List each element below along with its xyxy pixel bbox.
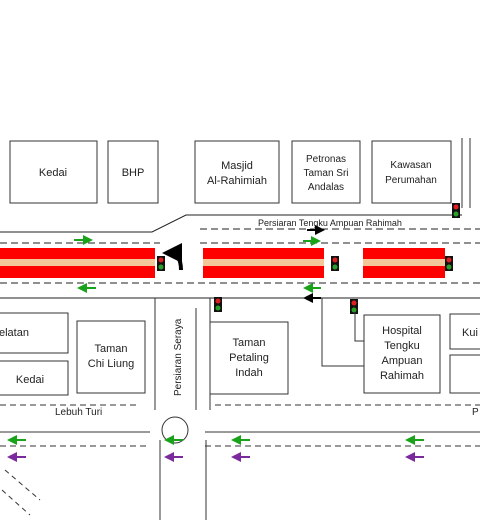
kui-label: Kui [462,327,478,339]
road-label-persiaran-seraya: Persiaran Seraya [173,318,184,396]
hospital-access-road [354,312,365,342]
building-kui: Kui [449,313,480,350]
kawasan-label-1: Kawasan [390,160,431,171]
traffic-light-icon [452,203,460,218]
building-petronas: Petronas Taman Sri Andalas [291,140,361,204]
traffic-light-icon [157,256,165,271]
petronas-label-2: Taman Sri [303,168,348,179]
building-masjid: Masjid Al-Rahimiah [194,140,280,204]
hospital-label-1: Hospital [382,325,422,337]
building-right-partial [449,354,480,394]
chiliung-label-2: Chi Liung [88,358,134,370]
building-taman-chi-liung: Taman Chi Liung [76,320,146,394]
median-east [363,248,445,278]
lebuh-turi-road [0,404,480,516]
masjid-label-2: Al-Rahimiah [207,175,267,187]
road-label-persiaran-tengku: Persiaran Tengku Ampuan Rahimah [258,218,402,228]
building-kedai-bottom: Kedai [0,360,69,396]
road-label-lebuh-turi: Lebuh Turi [55,407,102,418]
bhp-label: BHP [122,167,145,179]
building-kawasan-perumahan: Kawasan Perumahan [371,140,452,204]
petronas-label-1: Petronas [306,154,346,165]
hospital-label-4: Rahimah [380,370,424,382]
chiliung-label-1: Taman [94,343,127,355]
u-turn-arrow-icon [162,243,183,271]
median-middle [203,248,324,278]
hospital-access-road [321,298,365,367]
traffic-light-icon [331,256,339,271]
hospital-label-2: Tengku [384,340,419,352]
petaling-label-3: Indah [235,367,263,379]
kawasan-label-2: Perumahan [385,175,437,186]
building-kedai-top: Kedai [9,140,98,204]
road-label-right-cut: P [472,407,479,418]
petaling-label-1: Taman [232,337,265,349]
median-west [0,248,155,278]
traffic-light-icon [214,297,222,312]
pelatan-label: elatan [0,327,29,339]
petronas-label-3: Andalas [308,182,344,193]
kedai-bottom-label: Kedai [16,374,44,386]
building-pelatan: elatan [0,312,69,354]
building-taman-petaling-indah: Taman Petaling Indah [209,321,289,395]
kedai-top-label: Kedai [39,167,67,179]
building-hospital: Hospital Tengku Ampuan Rahimah [363,314,441,394]
traffic-light-icon [350,299,358,314]
petaling-label-2: Petaling [229,352,269,364]
building-bhp: BHP [107,140,159,204]
masjid-label-1: Masjid [221,160,253,172]
traffic-light-icon [445,256,453,271]
side-road-right [461,138,471,208]
hospital-label-3: Ampuan [382,355,423,367]
